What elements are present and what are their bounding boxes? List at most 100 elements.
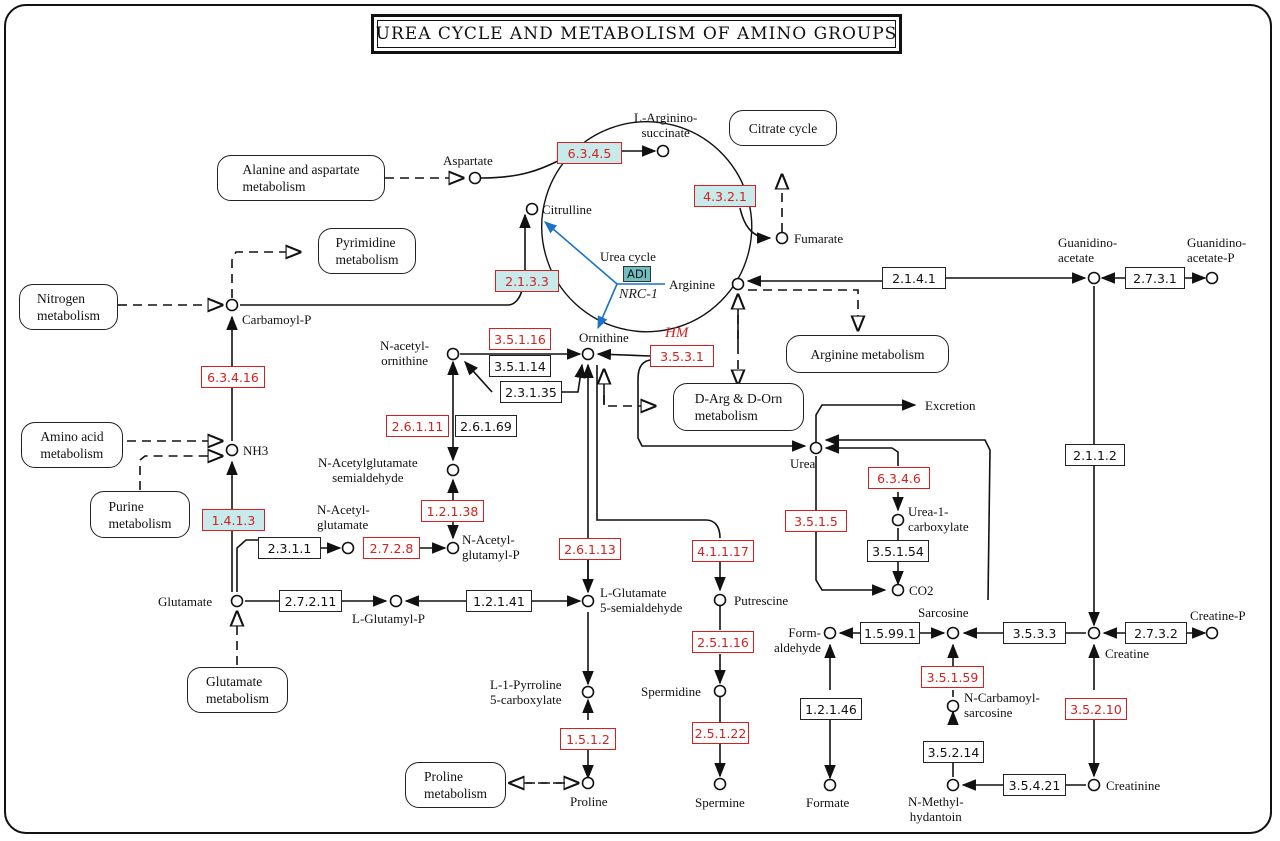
enzyme-2.5.1.16[interactable]: 2.5.1.16 — [692, 631, 754, 653]
enzyme-1.4.1.3[interactable]: 1.4.1.3 — [202, 509, 265, 531]
label-sarcosine: Sarcosine — [918, 605, 969, 620]
enzyme-2.6.1.11[interactable]: 2.6.1.11 — [386, 415, 449, 437]
label-formate: Formate — [806, 795, 850, 810]
label-spermidine: Spermidine — [641, 684, 701, 699]
enzyme-2.3.1.1[interactable]: 2.3.1.1 — [258, 537, 321, 559]
enzyme-3.5.1.16[interactable]: 3.5.1.16 — [489, 328, 551, 350]
node-guanidinoacetate-p — [1205, 271, 1219, 285]
label-urea-cycle: Urea cycle — [600, 249, 656, 264]
enzyme-2.1.3.3[interactable]: 2.1.3.3 — [495, 270, 559, 292]
node-glutamyl-p — [389, 594, 403, 608]
map-d-arg-d-orn[interactable]: D-Arg & D-Orn metabolism — [673, 383, 804, 431]
label-ornithine: Ornithine — [579, 330, 629, 345]
enzyme-2.5.1.22[interactable]: 2.5.1.22 — [692, 722, 749, 744]
label-guanidinoacetate: Guanidino- acetate — [1058, 235, 1118, 265]
enzyme-2.6.1.69[interactable]: 2.6.1.69 — [455, 415, 517, 437]
label-arginine: Arginine — [669, 277, 715, 292]
label-n-methylhydantoin: N-Methyl- hydantoin — [908, 794, 964, 824]
node-n-acetylglutamate — [341, 541, 355, 555]
node-glutamate — [230, 594, 244, 608]
enzyme-3.5.1.14[interactable]: 3.5.1.14 — [489, 355, 551, 377]
enzyme-2.1.4.1[interactable]: 2.1.4.1 — [882, 267, 946, 289]
map-proline[interactable]: Proline metabolism — [405, 762, 506, 808]
enzyme-3.5.2.14[interactable]: 3.5.2.14 — [923, 741, 984, 763]
enzyme-1.5.1.2[interactable]: 1.5.1.2 — [560, 728, 616, 750]
node-guanidinoacetate — [1087, 271, 1101, 285]
node-aspartate — [468, 171, 482, 185]
node-sarcosine — [946, 626, 960, 640]
label-n-acetylglutamate: N-Acetyl- glutamate — [317, 502, 370, 532]
enzyme-3.5.1.54[interactable]: 3.5.1.54 — [867, 540, 929, 562]
enzyme-2.7.3.2[interactable]: 2.7.3.2 — [1125, 622, 1187, 644]
enzyme-3.5.2.10[interactable]: 3.5.2.10 — [1065, 698, 1127, 720]
enzyme-4.3.2.1[interactable]: 4.3.2.1 — [694, 185, 756, 207]
enzyme-1.2.1.46[interactable]: 1.2.1.46 — [800, 698, 862, 720]
enzyme-1.5.99.1[interactable]: 1.5.99.1 — [860, 622, 920, 644]
compound-nodes — [225, 144, 1219, 792]
node-spermidine — [713, 684, 727, 698]
node-proline — [581, 776, 595, 790]
adi-gene-badge[interactable]: ADI — [623, 266, 652, 282]
node-creatinine — [1087, 778, 1101, 792]
enzyme-3.5.3.1[interactable]: 3.5.3.1 — [650, 345, 714, 367]
node-argininosuccinate — [656, 144, 670, 158]
enzyme-3.5.1.59[interactable]: 3.5.1.59 — [921, 666, 984, 688]
node-creatine — [1087, 626, 1101, 640]
enzyme-2.6.1.13[interactable]: 2.6.1.13 — [559, 538, 621, 560]
enzyme-4.1.1.17[interactable]: 4.1.1.17 — [692, 540, 754, 562]
enzyme-2.7.3.1[interactable]: 2.7.3.1 — [1125, 267, 1185, 289]
node-putrescine — [713, 593, 727, 607]
enzyme-2.7.2.8[interactable]: 2.7.2.8 — [363, 537, 420, 559]
map-alanine-aspartate[interactable]: Alanine and aspartate metabolism — [217, 155, 385, 201]
label-nrc-1: NRC-1 — [619, 287, 658, 302]
label-putrescine: Putrescine — [734, 593, 789, 608]
label-n-acetylglutamate-sa: N-Acetylglutamate semialdehyde — [318, 455, 418, 485]
label-n-acetylornithine: N-acetyl- ornithine — [380, 338, 430, 368]
label-guanidinoacetate-p: Guanidino- acetate-P — [1187, 235, 1247, 265]
node-pyrroline — [581, 685, 595, 699]
map-citrate-cycle[interactable]: Citrate cycle — [729, 110, 837, 146]
map-glutamate[interactable]: Glutamate metabolism — [187, 667, 288, 713]
node-n-acetylglutamyl-p — [446, 541, 460, 555]
label-creatine: Creatine — [1105, 646, 1150, 661]
map-amino-acid[interactable]: Amino acid metabolism — [21, 422, 123, 468]
label-co2: CO2 — [909, 583, 934, 598]
urea-cycle-arc — [541, 121, 753, 333]
node-arginine — [731, 277, 745, 291]
enzyme-6.3.4.6[interactable]: 6.3.4.6 — [868, 467, 930, 489]
map-pyrimidine[interactable]: Pyrimidine metabolism — [318, 228, 416, 274]
enzyme-2.1.1.2[interactable]: 2.1.1.2 — [1065, 444, 1125, 466]
node-nh3 — [225, 443, 239, 457]
label-glu-semialdehyde: L-Glutamate 5-semialdehyde — [600, 585, 683, 615]
enzyme-3.5.1.5[interactable]: 3.5.1.5 — [785, 510, 847, 532]
enzyme-6.3.4.5[interactable]: 6.3.4.5 — [557, 142, 622, 164]
label-formaldehyde: Form- aldehyde — [774, 625, 821, 655]
enzyme-6.3.4.16[interactable]: 6.3.4.16 — [201, 366, 265, 388]
map-purine[interactable]: Purine metabolism — [90, 491, 190, 538]
label-excretion: Excretion — [925, 398, 976, 413]
enzyme-1.2.1.38[interactable]: 1.2.1.38 — [421, 500, 484, 522]
node-carbamoyl-p — [225, 298, 239, 312]
label-creatine-p: Creatine-P — [1190, 608, 1246, 623]
enzyme-3.5.4.21[interactable]: 3.5.4.21 — [1003, 774, 1066, 796]
node-ornithine — [581, 347, 595, 361]
enzyme-2.3.1.35[interactable]: 2.3.1.35 — [500, 381, 562, 403]
node-spermine — [713, 777, 727, 791]
map-arginine[interactable]: Arginine metabolism — [786, 335, 949, 373]
node-citrulline — [525, 202, 539, 216]
label-n-acetylglutamyl-p: N-Acetyl- glutamyl-P — [462, 532, 520, 562]
node-urea — [809, 441, 823, 455]
label-n-carbamoylsarcosine: N-Carbamoyl- sarcosine — [964, 690, 1040, 720]
node-n-methylhydantoin — [946, 778, 960, 792]
label-creatinine: Creatinine — [1106, 778, 1161, 793]
label-nh3: NH3 — [243, 443, 269, 458]
enzyme-3.5.3.3[interactable]: 3.5.3.3 — [1003, 622, 1066, 644]
label-fumarate: Fumarate — [794, 231, 844, 246]
enzyme-2.7.2.11[interactable]: 2.7.2.11 — [279, 590, 342, 612]
map-nitrogen[interactable]: Nitrogen metabolism — [19, 284, 118, 330]
node-creatine-p — [1205, 626, 1219, 640]
node-urea-carboxylate — [891, 513, 905, 527]
enzyme-1.2.1.41[interactable]: 1.2.1.41 — [466, 590, 532, 612]
node-n-acetylornithine — [446, 347, 460, 361]
